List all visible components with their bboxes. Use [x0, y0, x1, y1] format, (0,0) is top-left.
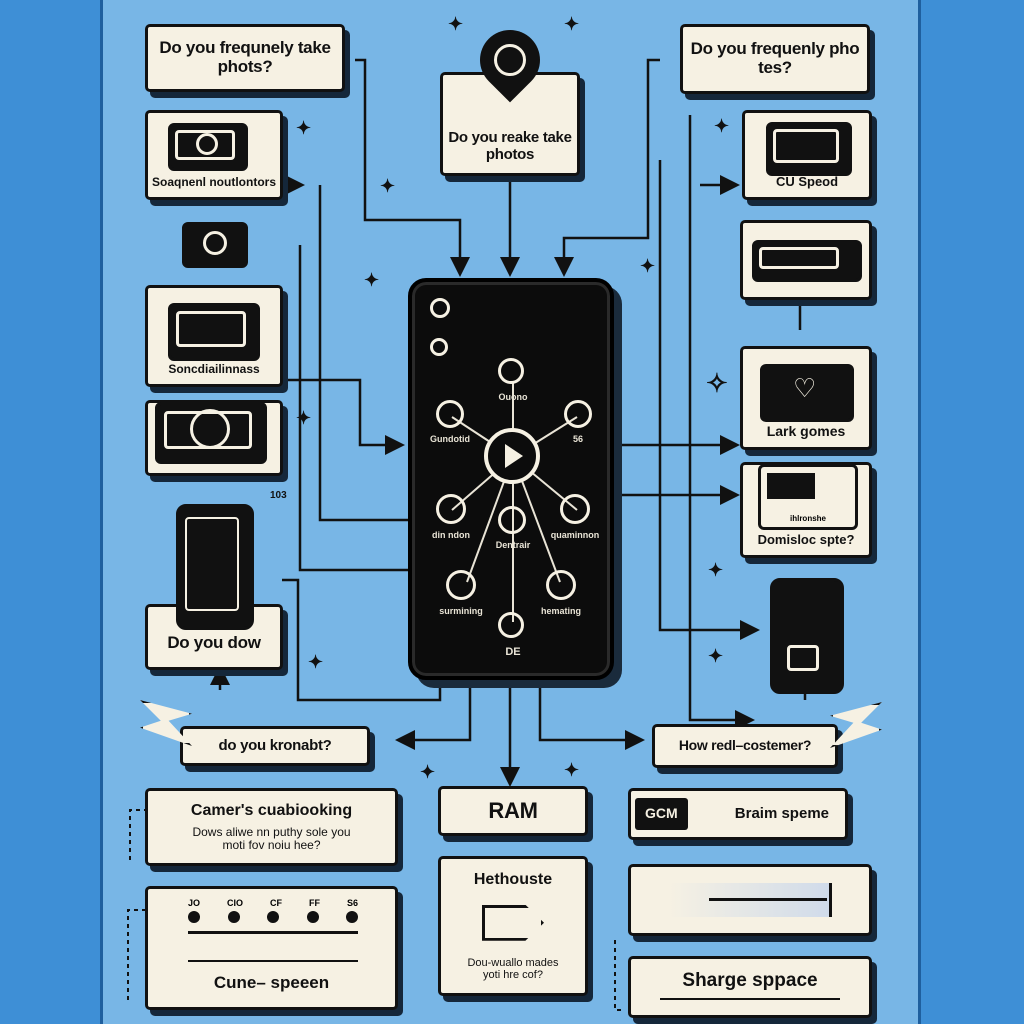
sparkle-icon: ✦ — [564, 14, 580, 34]
box-mid-right-text: How redl–costemer? — [678, 737, 812, 754]
box-cune-speed: Cune– speeen — [145, 886, 398, 1010]
sparkle-icon: ✦ — [564, 760, 580, 780]
box-ram: RAM — [438, 786, 588, 836]
box-brain-speed: GCM Braim speme — [628, 788, 848, 840]
box-top-center-text: Do you reake take photos — [448, 129, 572, 163]
sparkle-icon: ✦ — [640, 256, 656, 276]
sparkle-icon: ✦ — [308, 652, 324, 672]
sparkle-icon: ✦ — [296, 408, 312, 428]
node-icon-9 — [498, 612, 524, 638]
sparkle-icon: ✦ — [708, 646, 724, 666]
box-right-speed-text: CU Speod — [775, 173, 839, 189]
node-label-2: Gundotid — [430, 434, 470, 444]
camera-cooking-sub: Dows aliwe nn puthy sole you moti fov no… — [192, 824, 351, 852]
camera-icon — [168, 123, 248, 171]
box-top-left: Do you frequnely take phots? — [145, 24, 345, 92]
hethouste-sub: Dou-wuallo mades yoti hre cof? — [467, 956, 559, 981]
box-top-right-text: Do you frequenly pho tes? — [690, 39, 860, 77]
sparkle-icon: ✧ — [706, 368, 728, 398]
node-label-4: din ndon — [432, 530, 470, 540]
gcm-badge: GCM — [635, 798, 688, 830]
tick-4: S6 — [346, 898, 358, 908]
box-mid-left: do you kronabt? — [180, 726, 370, 766]
phone-photo-icon — [770, 578, 844, 694]
central-phone: Ouono Gundotid 56 din ndon Dentrair quam… — [408, 278, 614, 680]
node-label-6: quaminnon — [550, 530, 600, 540]
node-label-1: Ouono — [498, 392, 528, 402]
box-blank-slider — [628, 864, 872, 936]
node-icon-2 — [436, 400, 464, 428]
ram-text: RAM — [488, 797, 538, 823]
camera-cooking-title: Camer's cuabiooking — [190, 802, 353, 820]
wide-tablet-icon — [752, 240, 862, 282]
small-phone-icon — [176, 504, 254, 630]
box-left-2-text: Soncdiailinnass — [168, 361, 260, 376]
node-label-8: hemating — [540, 606, 581, 616]
speed-scale: JO CIO CF FF S6 — [188, 898, 358, 942]
sparkle-icon: ✦ — [364, 270, 380, 290]
box-left-1-text: Soaqnenl noutlontors — [152, 174, 276, 189]
node-label-3: 56 — [572, 434, 583, 444]
play-button[interactable] — [484, 428, 540, 484]
sparkle-icon: ✦ — [380, 176, 396, 196]
node-icon-6 — [560, 494, 590, 524]
storage-text: Sharge sppace — [682, 970, 818, 991]
brain-speed-text: Braim speme — [734, 804, 829, 822]
camera-large-icon — [155, 402, 267, 464]
tablet-icon — [168, 303, 260, 361]
hethouste-title: Hethouste — [473, 871, 553, 888]
box-right-spte-text: Domisloc spte? — [757, 531, 855, 547]
slider-track — [668, 883, 832, 917]
node-label-7: surmining — [439, 606, 483, 616]
box-camera-cooking: Camer's cuabiooking Dows aliwe nn puthy … — [145, 788, 398, 866]
sparkle-icon: ✦ — [448, 14, 464, 34]
node-icon-3 — [564, 400, 592, 428]
tick-2: CF — [270, 898, 282, 908]
sparkle-icon: ✦ — [708, 560, 724, 580]
node-icon-4 — [436, 494, 466, 524]
box-right-games-text: Lark gomes — [766, 422, 846, 439]
sparkle-icon: ✦ — [420, 762, 436, 782]
node-icon-8 — [546, 570, 576, 600]
box-mid-left-text: do you kronabt? — [218, 736, 332, 754]
node-icon-7 — [446, 570, 476, 600]
node-icon-5 — [498, 506, 526, 534]
node-icon-1 — [498, 358, 524, 384]
box-top-left-text: Do you frequnely take phots? — [159, 38, 331, 76]
sparkle-icon: ✦ — [714, 116, 730, 136]
node-label-5: Dentrair — [495, 540, 531, 550]
compact-camera-icon — [182, 222, 248, 268]
box-left-dow-text: Do you dow — [167, 633, 261, 653]
box-mid-right: How redl–costemer? — [652, 724, 838, 768]
box-top-right: Do you frequenly pho tes? — [680, 24, 870, 94]
folder-heart-icon: ♡ — [760, 364, 854, 422]
node-label-9: DE — [505, 646, 521, 658]
tick-3: FF — [308, 898, 320, 908]
tick-1: CIO — [227, 898, 244, 908]
tick-0: JO — [188, 898, 201, 908]
screen-link-icon — [766, 122, 852, 176]
phone-node-links — [451, 382, 578, 622]
cune-speed-text: Cune– speeen — [213, 973, 330, 993]
box-hethouste: Hethouste Dou-wuallo mades yoti hre cof? — [438, 856, 588, 996]
arrow-box-icon — [482, 904, 544, 941]
monitor-icon-text: ihlronshe — [789, 514, 826, 523]
side-number: 103 — [270, 490, 287, 501]
sparkle-icon: ✦ — [296, 118, 312, 138]
box-storage: Sharge sppace — [628, 956, 872, 1018]
cune-underline — [188, 960, 358, 962]
monitor-icon: ihlronshe — [758, 464, 858, 530]
